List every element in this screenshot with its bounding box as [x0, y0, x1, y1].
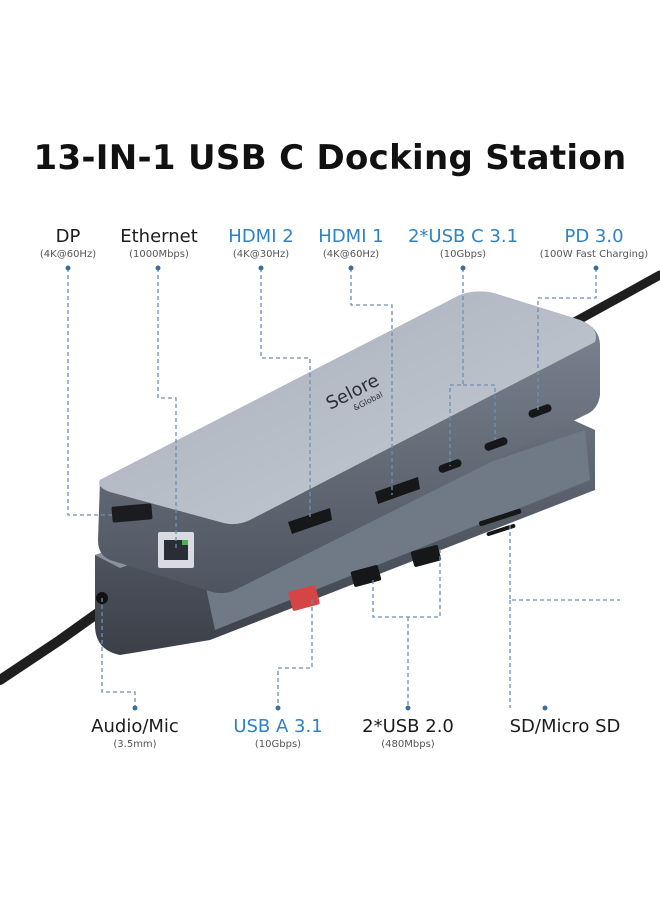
port-name: SD/Micro SD [509, 716, 621, 737]
port-label-hdmi1: HDMI 1 (4K@60Hz) [318, 226, 383, 261]
port-spec: (10Gbps) [439, 249, 487, 260]
pd-port-icon [528, 404, 552, 418]
port-name: HDMI 2 [228, 226, 294, 247]
port-name: DP [55, 226, 81, 247]
leader-lines-top [67, 268, 597, 550]
usb2-port-2-icon [410, 545, 442, 567]
port-label-hdmi2: HDMI 2 (4K@30Hz) [228, 226, 293, 261]
microsd-slot-icon [486, 523, 516, 537]
port-name: USB A 3.1 [233, 716, 323, 737]
port-spec: (4K@60Hz) [39, 249, 97, 260]
port-name: PD 3.0 [564, 226, 624, 247]
port-label-sd: SD/Micro SD [510, 716, 621, 738]
port-name: Audio/Mic [91, 716, 179, 737]
leader-lines-bottom [101, 525, 620, 708]
leader-dots-top [65, 265, 599, 271]
usbc2-port-icon [484, 437, 508, 451]
ports-lower [96, 508, 522, 611]
leader-dots-bottom [132, 705, 548, 711]
hdmi1-port-icon [375, 477, 420, 504]
port-name: 2*USB 2.0 [362, 716, 454, 737]
port-name: HDMI 1 [318, 226, 384, 247]
port-label-ethernet: Ethernet (1000Mbps) [120, 226, 198, 261]
port-spec: (1000Mbps) [129, 249, 189, 260]
port-spec: (100W Fast Charging) [539, 249, 649, 260]
ports-upper [111, 404, 552, 568]
hdmi2-port-icon [288, 508, 332, 534]
page-title: 13-IN-1 USB C Docking Station [33, 138, 627, 178]
port-label-usb20: 2*USB 2.0 (480Mbps) [362, 716, 454, 751]
upper-hub-body [98, 291, 600, 594]
dp-port-icon [111, 503, 153, 523]
port-label-dp: DP (4K@60Hz) [40, 226, 96, 261]
usb-a-31-port-icon [288, 585, 320, 611]
port-label-pd: PD 3.0 (100W Fast Charging) [540, 226, 648, 261]
port-spec: (480Mbps) [381, 739, 435, 750]
port-spec: (3.5mm) [113, 739, 157, 750]
port-label-audio: Audio/Mic (3.5mm) [91, 716, 179, 751]
port-name: 2*USB C 3.1 [407, 226, 519, 247]
port-spec: (4K@60Hz) [322, 249, 380, 260]
port-spec: (10Gbps) [254, 739, 302, 750]
port-label-usbc: 2*USB C 3.1 (10Gbps) [408, 226, 518, 261]
port-name: Ethernet [120, 226, 198, 247]
port-spec: (4K@30Hz) [232, 249, 290, 260]
sd-slot-icon [478, 508, 522, 527]
port-label-usb-a-31: USB A 3.1 (10Gbps) [233, 716, 322, 751]
